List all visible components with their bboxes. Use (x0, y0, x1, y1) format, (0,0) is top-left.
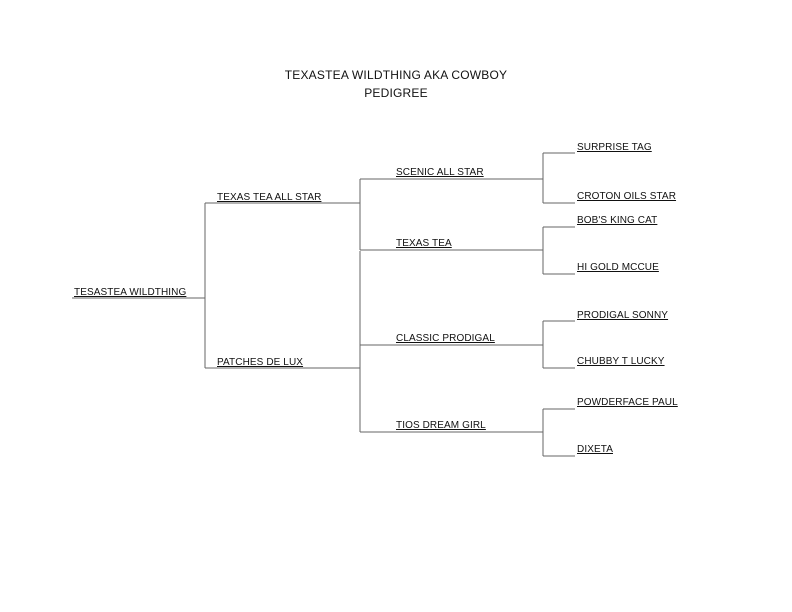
sire-dam-name: TEXAS TEA (396, 238, 452, 249)
dam-name: PATCHES DE LUX (217, 357, 304, 368)
sire-name: TEXAS TEA ALL STAR (217, 192, 322, 203)
subject-name: TESASTEA WILDTHING (74, 287, 187, 298)
ggen-name-2: CROTON OILS STAR (577, 191, 677, 202)
sire-sire-name: SCENIC ALL STAR (396, 167, 484, 178)
pedigree-subtitle: PEDIGREE (364, 86, 428, 100)
ggen-name-7: POWDERFACE PAUL (577, 397, 678, 408)
ggen-name-4: HI GOLD MCCUE (577, 262, 659, 273)
ggen-name-5: PRODIGAL SONNY (577, 310, 669, 321)
ggen-name-3: BOB'S KING CAT (577, 215, 658, 226)
dam-sire-name: CLASSIC PRODIGAL (396, 333, 495, 344)
ggen-name-1: SURPRISE TAG (577, 142, 652, 153)
dam-dam-name: TIOS DREAM GIRL (396, 420, 486, 431)
ggen-name-6: CHUBBY T LUCKY (577, 356, 665, 367)
ggen-name-8: DIXETA (577, 444, 613, 455)
pedigree-title: TEXASTEA WILDTHING AKA COWBOY (284, 68, 508, 82)
